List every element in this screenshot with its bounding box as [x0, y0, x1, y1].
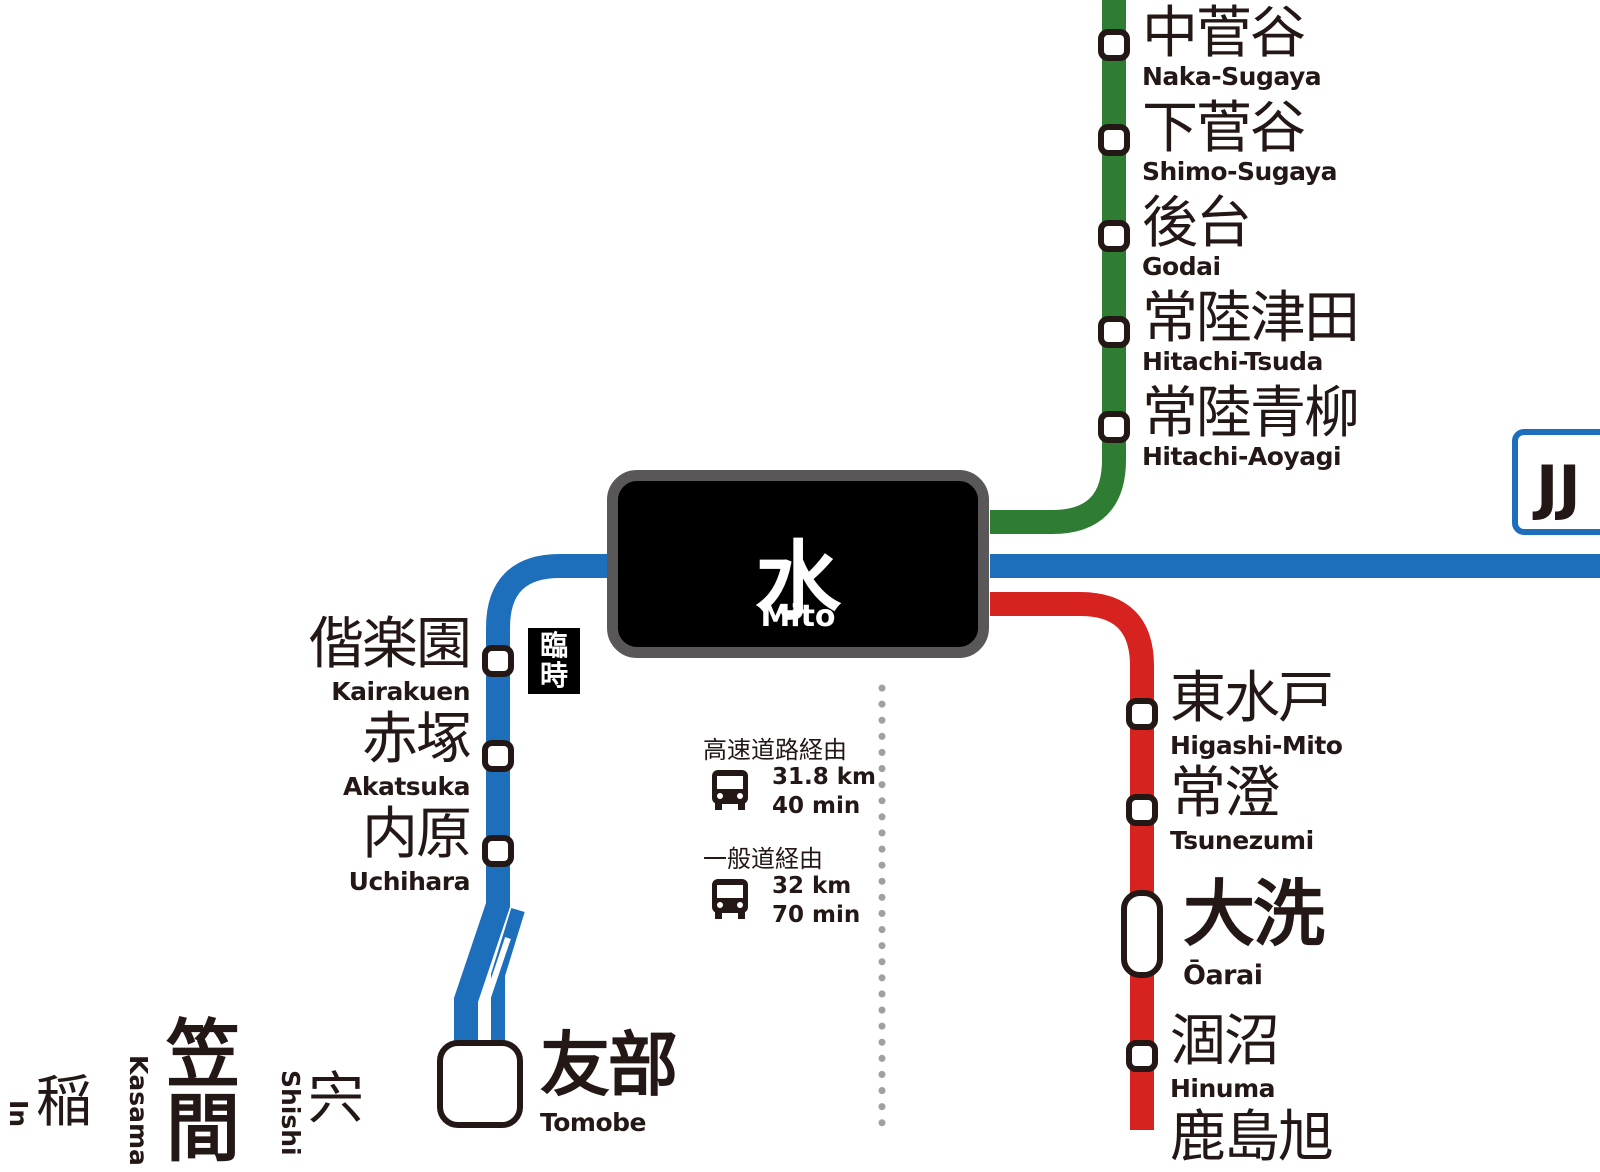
- station-name-ja[interactable]: 常陸津田: [1142, 286, 1360, 351]
- hub-station-name-en: Mito: [760, 599, 836, 634]
- station-marker: [1098, 411, 1130, 443]
- station-name-en: Shimo-Sugaya: [1142, 157, 1337, 186]
- station-marker: [1126, 1040, 1158, 1072]
- station-marker: [1098, 124, 1130, 156]
- station-marker: [1098, 220, 1130, 252]
- station-marker: [1126, 698, 1158, 730]
- major-station-marker: [437, 1040, 523, 1128]
- station-marker: [1098, 316, 1130, 348]
- station-name-en: Hitachi-Tsuda: [1142, 347, 1323, 376]
- station-name-ja[interactable]: 宍: [308, 1067, 364, 1132]
- station-name-ja[interactable]: 赤塚: [362, 707, 472, 772]
- station-marker: [482, 740, 514, 772]
- station-name-ja[interactable]: 友部: [540, 1024, 678, 1106]
- hub-station-box[interactable]: 水戸 Mito: [607, 470, 989, 757]
- station-name-en: Godai: [1142, 252, 1221, 281]
- station-name-ja[interactable]: 東水戸: [1170, 666, 1334, 731]
- station-marker: [1126, 794, 1158, 826]
- line-badge: JJ: [1512, 429, 1600, 535]
- station-name-ja[interactable]: 稲: [36, 1070, 92, 1135]
- bus-route-details: 32 km 70 min: [772, 872, 860, 930]
- route-map-lines: [437, 0, 1600, 1130]
- bus-route-time: 40 min: [772, 793, 861, 819]
- station-name-en: Higashi-Mito: [1170, 731, 1343, 760]
- hub-station-name-ja: 水戸: [715, 532, 921, 757]
- green-line: [990, 0, 1126, 534]
- station-name-en: Shishi: [276, 1070, 305, 1156]
- major-station-marker: [1121, 890, 1163, 978]
- station-name-en: Kasama: [124, 1055, 153, 1166]
- bus-route-distance: 31.8 km: [772, 764, 877, 790]
- station-name-en: Kairakuen: [331, 677, 470, 706]
- temporary-stop-badge: 臨時: [528, 628, 580, 694]
- station-name-ja[interactable]: 常陸青柳: [1142, 381, 1360, 446]
- station-name-ja[interactable]: 涸沼: [1170, 1009, 1280, 1074]
- bus-route-time: 70 min: [772, 902, 861, 928]
- station-marker: [1098, 29, 1130, 61]
- station-marker: [482, 835, 514, 867]
- station-name-en: Hinuma: [1170, 1074, 1276, 1103]
- station-marker: [482, 645, 514, 677]
- station-name-ja[interactable]: 鹿島旭: [1170, 1105, 1334, 1170]
- station-name-ja[interactable]: 常澄: [1170, 761, 1280, 826]
- red-line: [990, 592, 1154, 1130]
- station-name-en: Uchihara: [348, 867, 471, 896]
- station-name-ja[interactable]: 中菅谷: [1142, 1, 1306, 66]
- station-name-ja[interactable]: 後台: [1142, 191, 1252, 256]
- station-name-en: Ōarai: [1183, 960, 1263, 991]
- station-name-ja[interactable]: 大洗: [1183, 872, 1325, 956]
- bus-route-details: 31.8 km 40 min: [772, 763, 876, 821]
- bus-icon: [712, 770, 748, 810]
- station-name-ja[interactable]: 内原: [362, 802, 472, 867]
- bus-route-via: 一般道経由: [703, 845, 823, 873]
- station-name-en: Naka-Sugaya: [1142, 62, 1322, 91]
- station-name-en: In: [4, 1100, 33, 1128]
- station-name-ja[interactable]: 下菅谷: [1142, 96, 1306, 161]
- line-badge-label: JJ: [1536, 453, 1581, 523]
- station-name-en: Tomobe: [540, 1108, 646, 1137]
- station-name-ja[interactable]: 笠間: [166, 1012, 240, 1172]
- station-name-en: Tsunezumi: [1170, 826, 1314, 855]
- bus-route-distance: 32 km: [772, 873, 852, 899]
- bus-icon: [712, 879, 748, 919]
- station-name-ja[interactable]: 偕楽園: [308, 612, 472, 677]
- station-name-en: Hitachi-Aoyagi: [1142, 442, 1342, 471]
- station-name-en: Akatsuka: [343, 772, 470, 801]
- bus-route-via: 高速道路経由: [703, 736, 847, 764]
